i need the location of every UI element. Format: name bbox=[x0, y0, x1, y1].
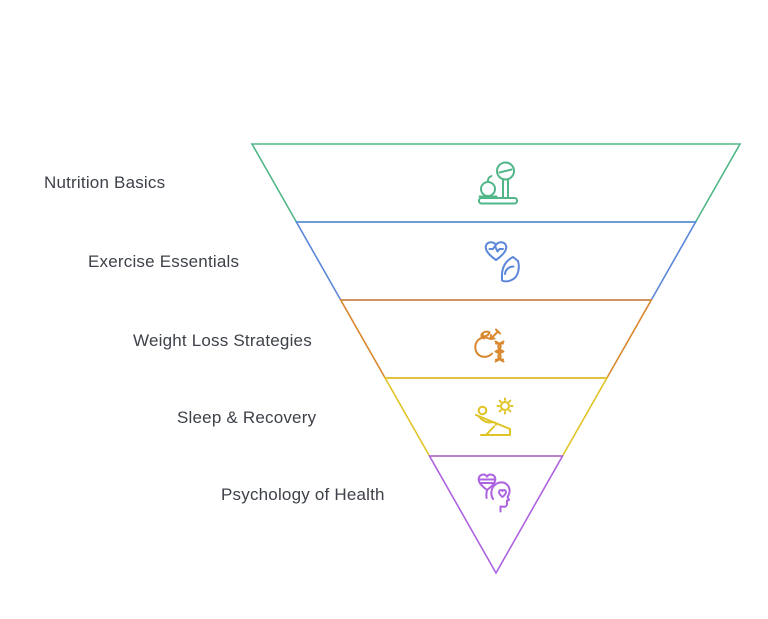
apple-dna-icon bbox=[474, 328, 505, 363]
funnel-level-shape-nutrition bbox=[250, 143, 742, 223]
funnel-level-shape-sleep bbox=[383, 377, 609, 457]
heart-pulse-bicep-icon bbox=[484, 241, 520, 283]
level-label-weight-loss: Weight Loss Strategies bbox=[133, 331, 312, 350]
level-label-exercise: Exercise Essentials bbox=[88, 252, 240, 271]
head-hearts-icon bbox=[477, 473, 511, 513]
level-label-nutrition: Nutrition Basics bbox=[44, 173, 166, 192]
funnel-level-shape-psychology bbox=[428, 455, 564, 575]
food-scale-icon bbox=[478, 161, 518, 205]
lounge-chair-sun-icon bbox=[475, 397, 514, 436]
level-label-sleep: Sleep & Recovery bbox=[177, 408, 317, 427]
funnel-level-shape-weight-loss bbox=[339, 299, 653, 379]
level-label-psychology: Psychology of Health bbox=[221, 485, 385, 504]
